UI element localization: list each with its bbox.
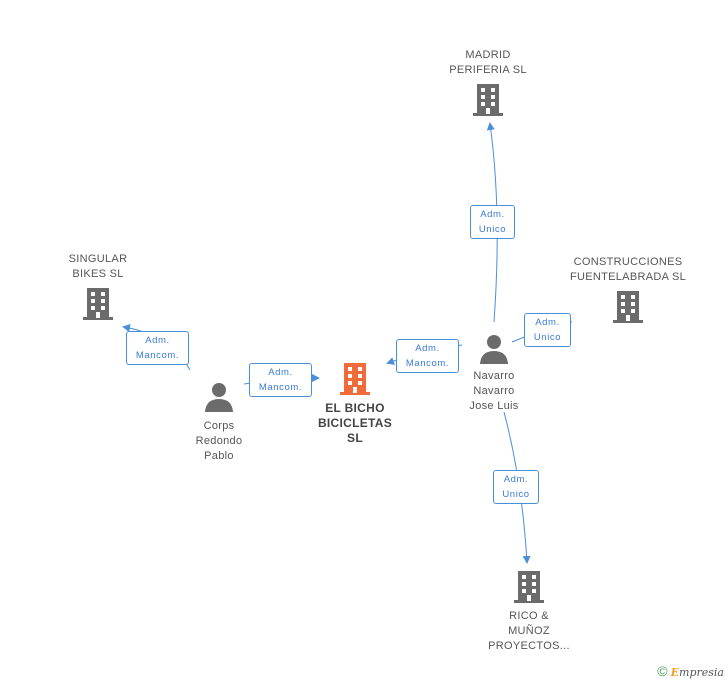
person-icon xyxy=(480,335,508,364)
building-icon xyxy=(340,363,370,395)
node-label: Navarro Navarro Jose Luis xyxy=(469,370,519,412)
building-icon xyxy=(473,84,503,116)
node-el-bicho-bicicletas[interactable]: EL BICHO BICICLETAS SL xyxy=(305,361,405,446)
node-label: EL BICHO BICICLETAS SL xyxy=(317,401,393,445)
node-madrid-periferia[interactable]: MADRID PERIFERIA SL xyxy=(438,48,538,118)
edge-label-corps-singular: Adm. Mancom. xyxy=(126,331,189,365)
node-construcciones-fuentelabrada[interactable]: CONSTRUCCIONES FUENTELABRADA SL xyxy=(562,255,694,325)
node-corps-redondo-pablo[interactable]: Corps Redondo Pablo xyxy=(179,381,259,464)
node-rico-munoz-proyectos[interactable]: RICO & MUÑOZ PROYECTOS... xyxy=(479,569,579,654)
building-icon xyxy=(83,288,113,320)
edge-label-navarro-rico: Adm. Unico xyxy=(493,470,539,504)
node-label: MADRID PERIFERIA SL xyxy=(449,49,527,76)
node-label: RICO & MUÑOZ PROYECTOS... xyxy=(488,610,570,652)
node-singular-bikes[interactable]: SINGULAR BIKES SL xyxy=(48,252,148,322)
node-label: SINGULAR BIKES SL xyxy=(68,253,128,280)
edge-label-navarro-bicho: Adm. Mancom. xyxy=(396,339,459,373)
node-label: CONSTRUCCIONES FUENTELABRADA SL xyxy=(569,256,687,283)
footer-brand: © Empresia xyxy=(657,663,724,679)
edge-label-navarro-madrid: Adm. Unico xyxy=(470,205,515,239)
edge-label-navarro-construcciones: Adm. Unico xyxy=(524,313,571,347)
building-icon xyxy=(613,291,643,323)
copyright-icon: © xyxy=(657,663,668,679)
brand-logo: Empresia xyxy=(670,666,724,679)
node-navarro-navarro-jose-luis[interactable]: Navarro Navarro Jose Luis xyxy=(449,333,539,414)
building-icon xyxy=(514,571,544,603)
person-icon xyxy=(205,383,233,412)
edge-label-corps-bicho: Adm. Mancom. xyxy=(249,363,312,397)
node-label: Corps Redondo Pablo xyxy=(195,420,243,462)
